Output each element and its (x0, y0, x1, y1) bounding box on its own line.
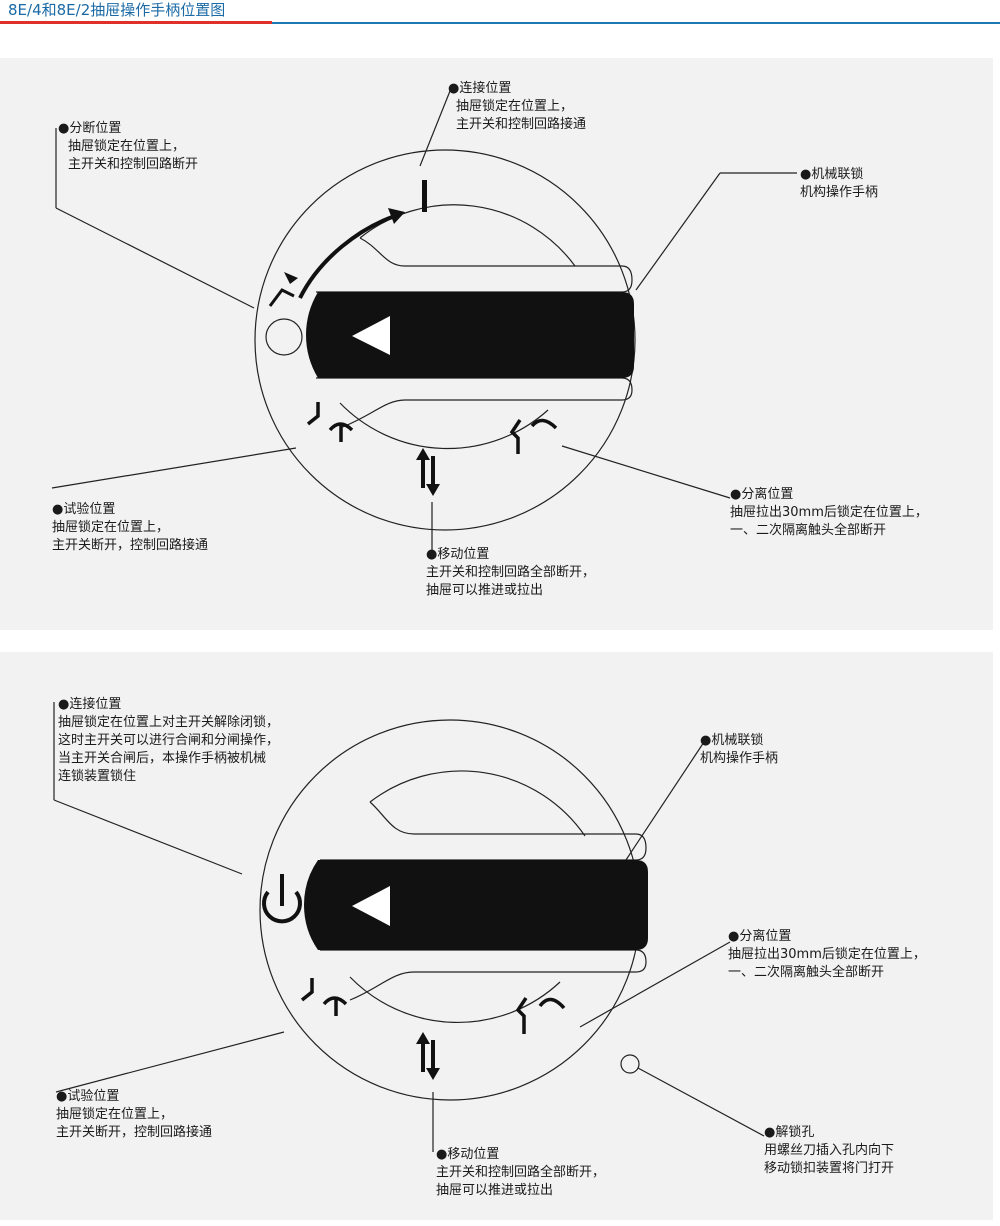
callout-title: ●试验位置 (56, 1089, 120, 1104)
callout-connect: ●连接位置 抽屉锁定在位置上， 主开关和控制回路接通 (448, 80, 586, 134)
callout-connect: ●连接位置 抽屉锁定在位置上对主开关解除闭锁， 这时主开关可以进行合闸和分闸操作… (58, 696, 279, 786)
callout-line: 机构操作手柄 (700, 751, 779, 766)
page-title: 8E/4和8E/2抽屉操作手柄位置图 (8, 1, 226, 19)
callout-title: ●分离位置 (730, 487, 794, 502)
callout-line: 当主开关合闸后，本操作手柄被机械 (58, 751, 267, 766)
callout-line: 一、二次隔离触头全部断开 (730, 523, 887, 538)
move-arrows-icon (416, 448, 440, 496)
callout-line: 抽屉可以推进或拉出 (426, 583, 544, 598)
callout-title: ●连接位置 (58, 697, 122, 712)
callout-move: ●移动位置 主开关和控制回路全部断开， 抽屉可以推进或拉出 (426, 546, 595, 600)
callout-line: 抽屉可以推进或拉出 (436, 1183, 554, 1198)
callout-line: 抽屉锁定在位置上， (52, 520, 170, 535)
handle-arm-lower (316, 377, 633, 429)
leader-connect (53, 799, 243, 875)
callout-line: 抽屉锁定在位置上， (456, 99, 574, 114)
callout-line: 主开关和控制回路全部断开， (426, 565, 596, 580)
callout-title: ●解锁孔 (764, 1125, 815, 1140)
callout-title: ●移动位置 (426, 547, 490, 562)
callout-line: 用螺丝刀插入孔内向下 (764, 1143, 895, 1158)
callout-line: 主开关和控制回路断开 (68, 157, 199, 172)
power-symbol-bar-icon (280, 874, 284, 906)
handle-arm-upper (316, 237, 633, 293)
handle-arm-lower (320, 949, 647, 1001)
rotation-arrow-icon (298, 214, 396, 299)
callout-line: 连锁装置锁住 (58, 769, 137, 784)
callout-line: 抽屉锁定在位置上， (68, 139, 186, 154)
leader-separate (561, 445, 731, 499)
callout-title: ●分离位置 (728, 929, 792, 944)
contact-symbol-right-b (538, 997, 566, 1010)
callout-line: 主开关和控制回路全部断开， (436, 1165, 606, 1180)
callout-test: ●试验位置 抽屉锁定在位置上， 主开关断开，控制回路接通 (56, 1088, 212, 1142)
callout-title: ●分断位置 (58, 121, 122, 136)
callout-move: ●移动位置 主开关和控制回路全部断开， 抽屉可以推进或拉出 (436, 1146, 605, 1200)
lock-hole (265, 318, 303, 356)
callout-title: ●移动位置 (436, 1147, 500, 1162)
callout-line: 一、二次隔离触头全部断开 (728, 965, 885, 980)
callout-title: ●机械联锁 (800, 167, 864, 182)
callout-line: 抽屉拉出30mm后锁定在位置上， (728, 947, 926, 962)
handle-bar (306, 292, 634, 378)
leader-separate (579, 941, 731, 1028)
handle-diagram-2 (53, 702, 765, 1152)
contact-symbol-left-a (300, 978, 314, 1002)
contact-symbol-right-b (530, 418, 558, 430)
callout-line: 主开关断开，控制回路接通 (56, 1125, 213, 1140)
callout-test: ●试验位置 抽屉锁定在位置上， 主开关断开，控制回路接通 (52, 501, 208, 555)
position-i-icon (422, 180, 427, 212)
leader-connect (419, 85, 453, 167)
handle-arm-upper (320, 801, 647, 861)
callout-line: 这时主开关可以进行合闸和分闸操作， (58, 733, 280, 748)
callout-line: 机构操作手柄 (800, 185, 879, 200)
title-rule-blue (0, 22, 1000, 24)
contact-symbol-left-a (306, 402, 320, 426)
move-arrows-icon (416, 1032, 440, 1080)
callout-line: 移动锁扣装置将门打开 (764, 1161, 895, 1176)
diagram-panel-1: ●分断位置 抽屉锁定在位置上， 主开关和控制回路断开 ●连接位置 抽屉锁定在位置… (0, 58, 993, 630)
leader-interlock (621, 741, 705, 867)
leader-unlock (637, 1067, 765, 1137)
inner-ring-bottom-arc (349, 976, 561, 1024)
diagram-panel-2: ●连接位置 抽屉锁定在位置上对主开关解除闭锁， 这时主开关可以进行合闸和分闸操作… (0, 652, 993, 1220)
outer-dial-ring (254, 149, 636, 531)
callout-disconnect: ●分断位置 抽屉锁定在位置上， 主开关和控制回路断开 (58, 120, 198, 174)
unlock-hole (620, 1054, 640, 1074)
callout-line: 抽屉锁定在位置上， (56, 1107, 174, 1122)
callout-separate: ●分离位置 抽屉拉出30mm后锁定在位置上， 一、二次隔离触头全部断开 (728, 928, 926, 982)
handle-diagram-1 (51, 85, 797, 554)
leader-test (55, 1031, 285, 1093)
inner-ring-bottom-arc (339, 402, 549, 450)
small-arrow-icon (284, 272, 298, 284)
callout-line: 主开关断开，控制回路接通 (52, 538, 209, 553)
zigzag-icon (268, 288, 295, 307)
callout-title: ●机械联锁 (700, 733, 764, 748)
callout-interlock: ●机械联锁 机构操作手柄 (700, 732, 778, 768)
power-symbol-icon (262, 890, 302, 924)
leader-disconnect (55, 207, 255, 309)
callout-line: 主开关和控制回路接通 (456, 117, 587, 132)
callout-title: ●连接位置 (448, 81, 512, 96)
callout-title: ●试验位置 (52, 502, 116, 517)
contact-symbol-right-a (515, 997, 528, 1034)
callout-line: 抽屉拉出30mm后锁定在位置上， (730, 505, 928, 520)
callout-interlock: ●机械联锁 机构操作手柄 (800, 166, 878, 202)
callout-separate: ●分离位置 抽屉拉出30mm后锁定在位置上， 一、二次隔离触头全部断开 (730, 486, 928, 540)
direction-triangle-icon (352, 316, 390, 355)
inner-ring-top-arc (369, 770, 586, 837)
rotation-arrowhead-icon (388, 208, 405, 224)
handle-bar (304, 860, 648, 950)
leader-test (51, 447, 297, 489)
direction-triangle-icon (352, 886, 390, 926)
callout-line: 抽屉锁定在位置上对主开关解除闭锁， (58, 715, 280, 730)
callout-unlock: ●解锁孔 用螺丝刀插入孔内向下 移动锁扣装置将门打开 (764, 1124, 894, 1178)
leader-interlock (635, 172, 721, 291)
contact-symbol-right-a (509, 419, 522, 454)
title-rule-red (0, 21, 272, 24)
